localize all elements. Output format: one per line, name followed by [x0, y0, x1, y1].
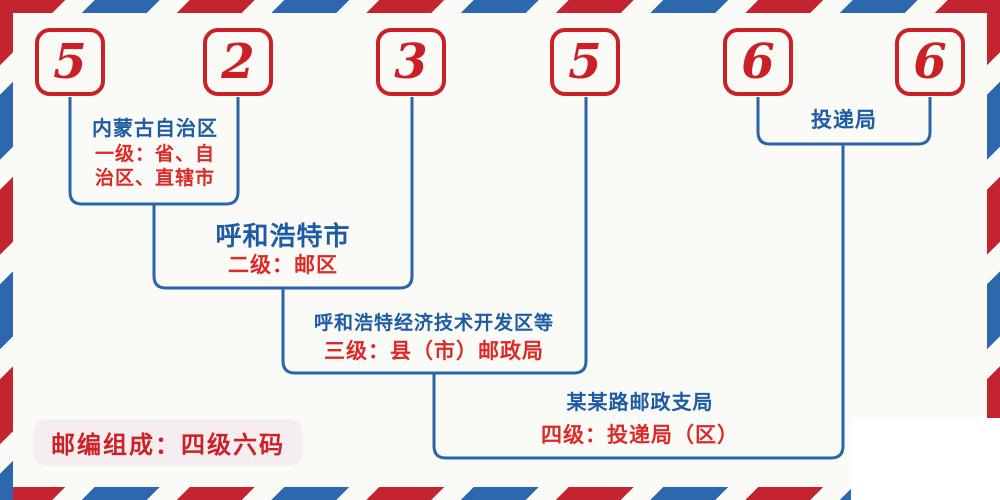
level2-description: 二级：邮区: [227, 254, 338, 277]
postal-digit-box-3: 3: [376, 28, 446, 96]
level1-label: 内蒙古自治区 一级：省、自 治区、直辖市: [92, 117, 218, 189]
postal-digit-3: 3: [394, 34, 428, 90]
postal-digit-6: 6: [913, 34, 947, 90]
level4-region-name: 某某路邮政支局: [566, 392, 714, 414]
level2-label: 呼和浩特市 二级：邮区: [215, 221, 350, 278]
level1-description-line1: 一级：省、自: [94, 144, 215, 165]
bracket-delivery-office: [756, 97, 932, 146]
postal-digit-2: 2: [221, 34, 255, 90]
delivery-office-text: 投递局: [811, 109, 877, 132]
level1-region-name: 内蒙古自治区: [92, 118, 218, 140]
airmail-border-top: [0, 0, 1000, 13]
level3-label: 呼和浩特经济技术开发区等 三级：县（市）邮政局: [314, 312, 554, 364]
postal-digit-1: 5: [53, 34, 87, 90]
level1-description-line2: 治区、直辖市: [94, 168, 215, 189]
delivery-office-label: 投递局: [811, 108, 877, 133]
bracket-level4: [432, 144, 845, 460]
postal-digit-box-5: 6: [723, 28, 793, 96]
postal-digit-5: 6: [741, 34, 775, 90]
level2-region-name: 呼和浩特市: [215, 221, 351, 251]
airmail-border-right: [987, 0, 1000, 500]
airmail-border-left: [0, 0, 13, 500]
postal-digit-box-2: 2: [203, 28, 273, 96]
postal-digit-box-4: 5: [550, 28, 620, 96]
airmail-border-bottom: [0, 487, 1000, 500]
level4-label: 某某路邮政支局 四级：投递局（区）: [541, 391, 739, 448]
postal-digit-4: 5: [568, 34, 602, 90]
bottom-right-white-cover: [851, 418, 1000, 500]
level3-description: 三级：县（市）邮政局: [323, 340, 544, 363]
postal-digit-box-1: 5: [35, 28, 105, 96]
level3-region-name: 呼和浩特经济技术开发区等: [313, 313, 555, 334]
level4-description: 四级：投递局（区）: [541, 424, 739, 447]
footer-note-pill: 邮编组成：四级六码: [33, 419, 303, 466]
footer-note-text: 邮编组成：四级六码: [51, 432, 285, 459]
postal-digit-box-6: 6: [895, 28, 965, 96]
